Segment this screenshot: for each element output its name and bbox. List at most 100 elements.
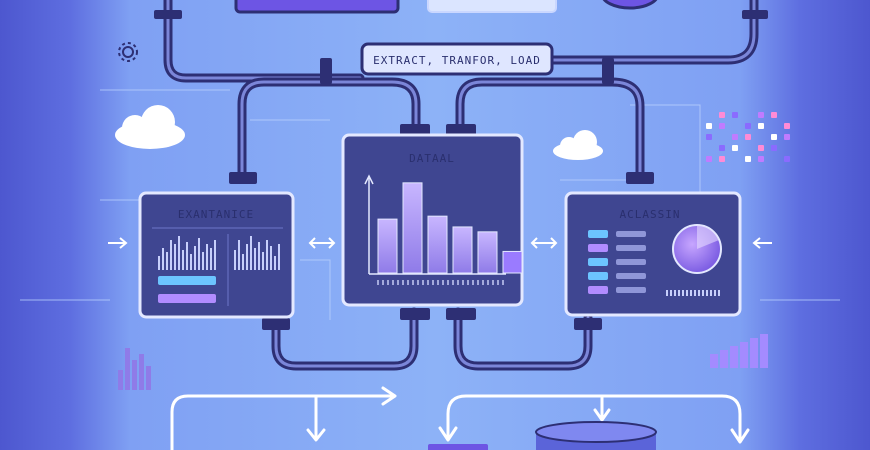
mini-bar	[198, 238, 200, 270]
mini-bar	[186, 242, 188, 270]
mini-bar	[262, 252, 264, 270]
side-bar	[146, 366, 151, 390]
top-panel-light	[427, 0, 557, 13]
mini-bar	[202, 252, 204, 270]
gear-icon	[118, 42, 138, 62]
mini-bar	[278, 244, 280, 270]
mini-bar	[242, 254, 244, 270]
matrix-dot	[732, 134, 738, 140]
right-panel: ACLASSIN	[564, 191, 742, 317]
right-panel-title: ACLASSIN	[620, 208, 681, 221]
bottom-box	[428, 444, 488, 450]
mini-bar	[674, 290, 676, 296]
right-panel-rows	[588, 230, 646, 294]
mini-bar	[234, 250, 236, 270]
mini-bar	[678, 290, 680, 296]
mini-bar	[718, 290, 720, 296]
row-line	[616, 259, 646, 265]
top-disc	[602, 0, 658, 10]
row-line	[616, 287, 646, 293]
mini-bar	[702, 290, 704, 296]
mini-bar	[194, 246, 196, 270]
bottom-flow-arrows	[170, 386, 750, 450]
mini-bar	[258, 242, 260, 270]
y-axis-arrow-icon	[364, 174, 374, 185]
mini-bar	[254, 248, 256, 270]
matrix-dot	[706, 134, 712, 140]
matrix-dot	[706, 156, 712, 162]
bar-6	[502, 250, 523, 274]
bar-5	[477, 231, 498, 274]
mini-bar	[250, 236, 252, 270]
matrix-dot	[706, 123, 712, 129]
side-bar	[118, 370, 123, 390]
matrix-dot	[758, 156, 764, 162]
matrix-dot	[771, 134, 777, 140]
matrix-dot	[771, 145, 777, 151]
mini-bar	[182, 250, 184, 270]
center-panel-title: DATAAL	[409, 152, 455, 165]
bar-4	[452, 226, 473, 274]
matrix-dot	[719, 112, 725, 118]
mini-bar	[686, 290, 688, 296]
matrix-dot	[758, 112, 764, 118]
mini-bar	[238, 240, 240, 270]
row-chip	[588, 286, 608, 294]
bar-3	[427, 215, 448, 274]
mini-bar	[682, 290, 684, 296]
database-icon	[535, 421, 657, 450]
mini-bar	[246, 244, 248, 270]
matrix-dot	[771, 112, 777, 118]
mini-bar	[710, 290, 712, 296]
row-chip	[588, 272, 608, 280]
matrix-dot	[732, 112, 738, 118]
mini-bar	[670, 290, 672, 296]
mini-bar	[214, 240, 216, 270]
mini-bar	[166, 252, 168, 270]
left-mini-chart-2	[227, 234, 280, 306]
mini-bar	[170, 240, 172, 270]
side-bar	[132, 360, 137, 390]
x-tick-marks	[377, 280, 504, 285]
mini-bar	[174, 244, 176, 270]
cloud-icon	[115, 105, 185, 149]
mini-bar	[698, 290, 700, 296]
side-bar	[730, 346, 738, 368]
mini-bar	[158, 256, 160, 270]
side-bar	[740, 342, 748, 368]
mini-bar	[206, 244, 208, 270]
etl-banner: EXTRACT, TRANFOR, LOAD	[360, 42, 554, 76]
row-line	[616, 245, 646, 251]
left-panel-bar-2	[158, 294, 216, 303]
side-bar	[720, 350, 728, 368]
matrix-dot	[758, 145, 764, 151]
matrix-dot	[719, 156, 725, 162]
matrix-dot	[784, 123, 790, 129]
side-bar-chart-left	[118, 348, 151, 390]
matrix-dot	[784, 156, 790, 162]
side-bar	[760, 334, 768, 368]
mini-bar	[190, 254, 192, 270]
left-mini-chart	[158, 236, 216, 270]
matrix-dot	[745, 123, 751, 129]
bar-1	[377, 218, 398, 274]
mini-bar	[210, 248, 212, 270]
top-panel	[234, 0, 400, 14]
mini-bar	[274, 256, 276, 270]
side-bar	[710, 354, 718, 368]
side-bar-chart-right	[710, 334, 768, 368]
row-chip	[588, 258, 608, 266]
matrix-dot	[719, 123, 725, 129]
pipe-couplers	[154, 10, 768, 330]
mini-bar	[694, 290, 696, 296]
double-arrow-icons	[108, 237, 772, 249]
left-panel: EXANTANICE	[138, 191, 295, 319]
dot-matrix-icon	[706, 112, 790, 162]
bar-2	[402, 182, 423, 274]
side-bar	[125, 348, 130, 390]
mini-bar	[706, 290, 708, 296]
cloud-icon-small	[553, 130, 603, 160]
mini-bar	[690, 290, 692, 296]
row-chip	[588, 244, 608, 252]
